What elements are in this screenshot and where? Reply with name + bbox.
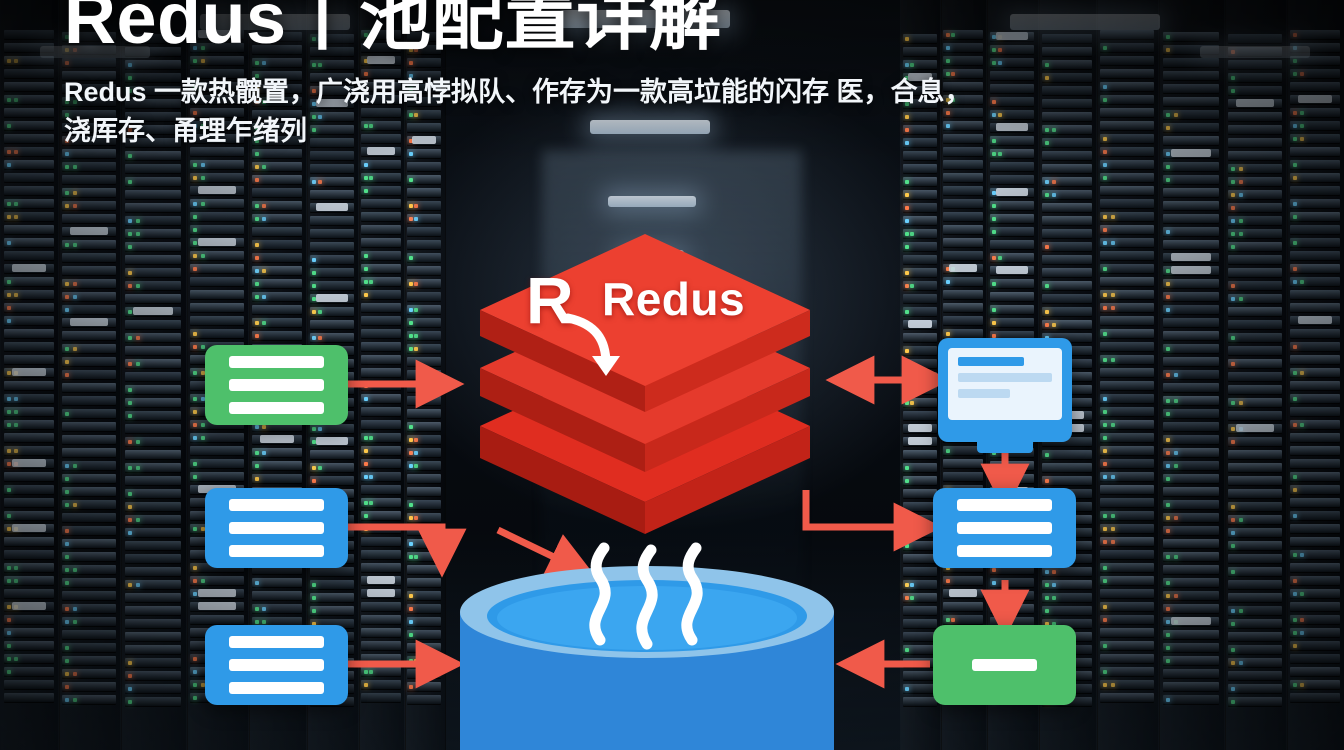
bar (229, 402, 324, 414)
bar (229, 659, 324, 671)
redis-wordmark: Redus (602, 273, 746, 325)
monitor-line (958, 357, 1024, 366)
bar (229, 522, 324, 534)
storage-node[interactable] (933, 625, 1076, 705)
client-node-3-bars (205, 625, 348, 705)
client-node-2-bars (205, 488, 348, 568)
bar (971, 659, 1038, 671)
client-node-3[interactable] (205, 625, 348, 705)
bar (229, 636, 324, 648)
subtitle-line-1: Redus 一款热髋置，广浇用高悖拟队、作存为一款高垃能的闪存 医，合息， (64, 76, 972, 107)
monitor-screen (948, 348, 1062, 420)
redis-stack[interactable]: R Redus (470, 226, 820, 534)
bar (229, 379, 324, 391)
monitor-line (958, 389, 1010, 398)
redis-stack-shape (480, 234, 810, 534)
bar (229, 499, 324, 511)
steam-icon (589, 542, 703, 650)
arrow-redis-to-service (802, 490, 943, 552)
service-node[interactable] (933, 488, 1076, 568)
bar (229, 545, 324, 557)
bar (229, 682, 324, 694)
monitor-node[interactable] (938, 338, 1072, 453)
service-node-bars (933, 488, 1076, 568)
bar (957, 522, 1052, 534)
client-node-2[interactable] (205, 488, 348, 568)
monitor-line (958, 373, 1052, 382)
connection-pool[interactable] (452, 542, 842, 750)
header-block: Redus丨池配置详解 Redus 一款热髋置，广浇用高悖拟队、作存为一款高垃能… (64, 0, 1304, 151)
bar (957, 545, 1052, 557)
client-node-1[interactable] (205, 345, 348, 425)
bar (229, 356, 324, 368)
storage-node-bars (933, 625, 1076, 705)
monitor-stand (977, 442, 1033, 453)
client-node-1-bars (205, 345, 348, 425)
subtitle-line-2: 浇厍存、甬理乍绪列 (64, 116, 307, 147)
arrow-client2-to-pool (348, 523, 467, 578)
bar (957, 499, 1052, 511)
page-subtitle: Redus 一款热髋置，广浇用高悖拟队、作存为一款高垃能的闪存 医，合息， 浇厍… (64, 73, 1264, 151)
page-title: Redus丨池配置详解 (64, 0, 722, 59)
